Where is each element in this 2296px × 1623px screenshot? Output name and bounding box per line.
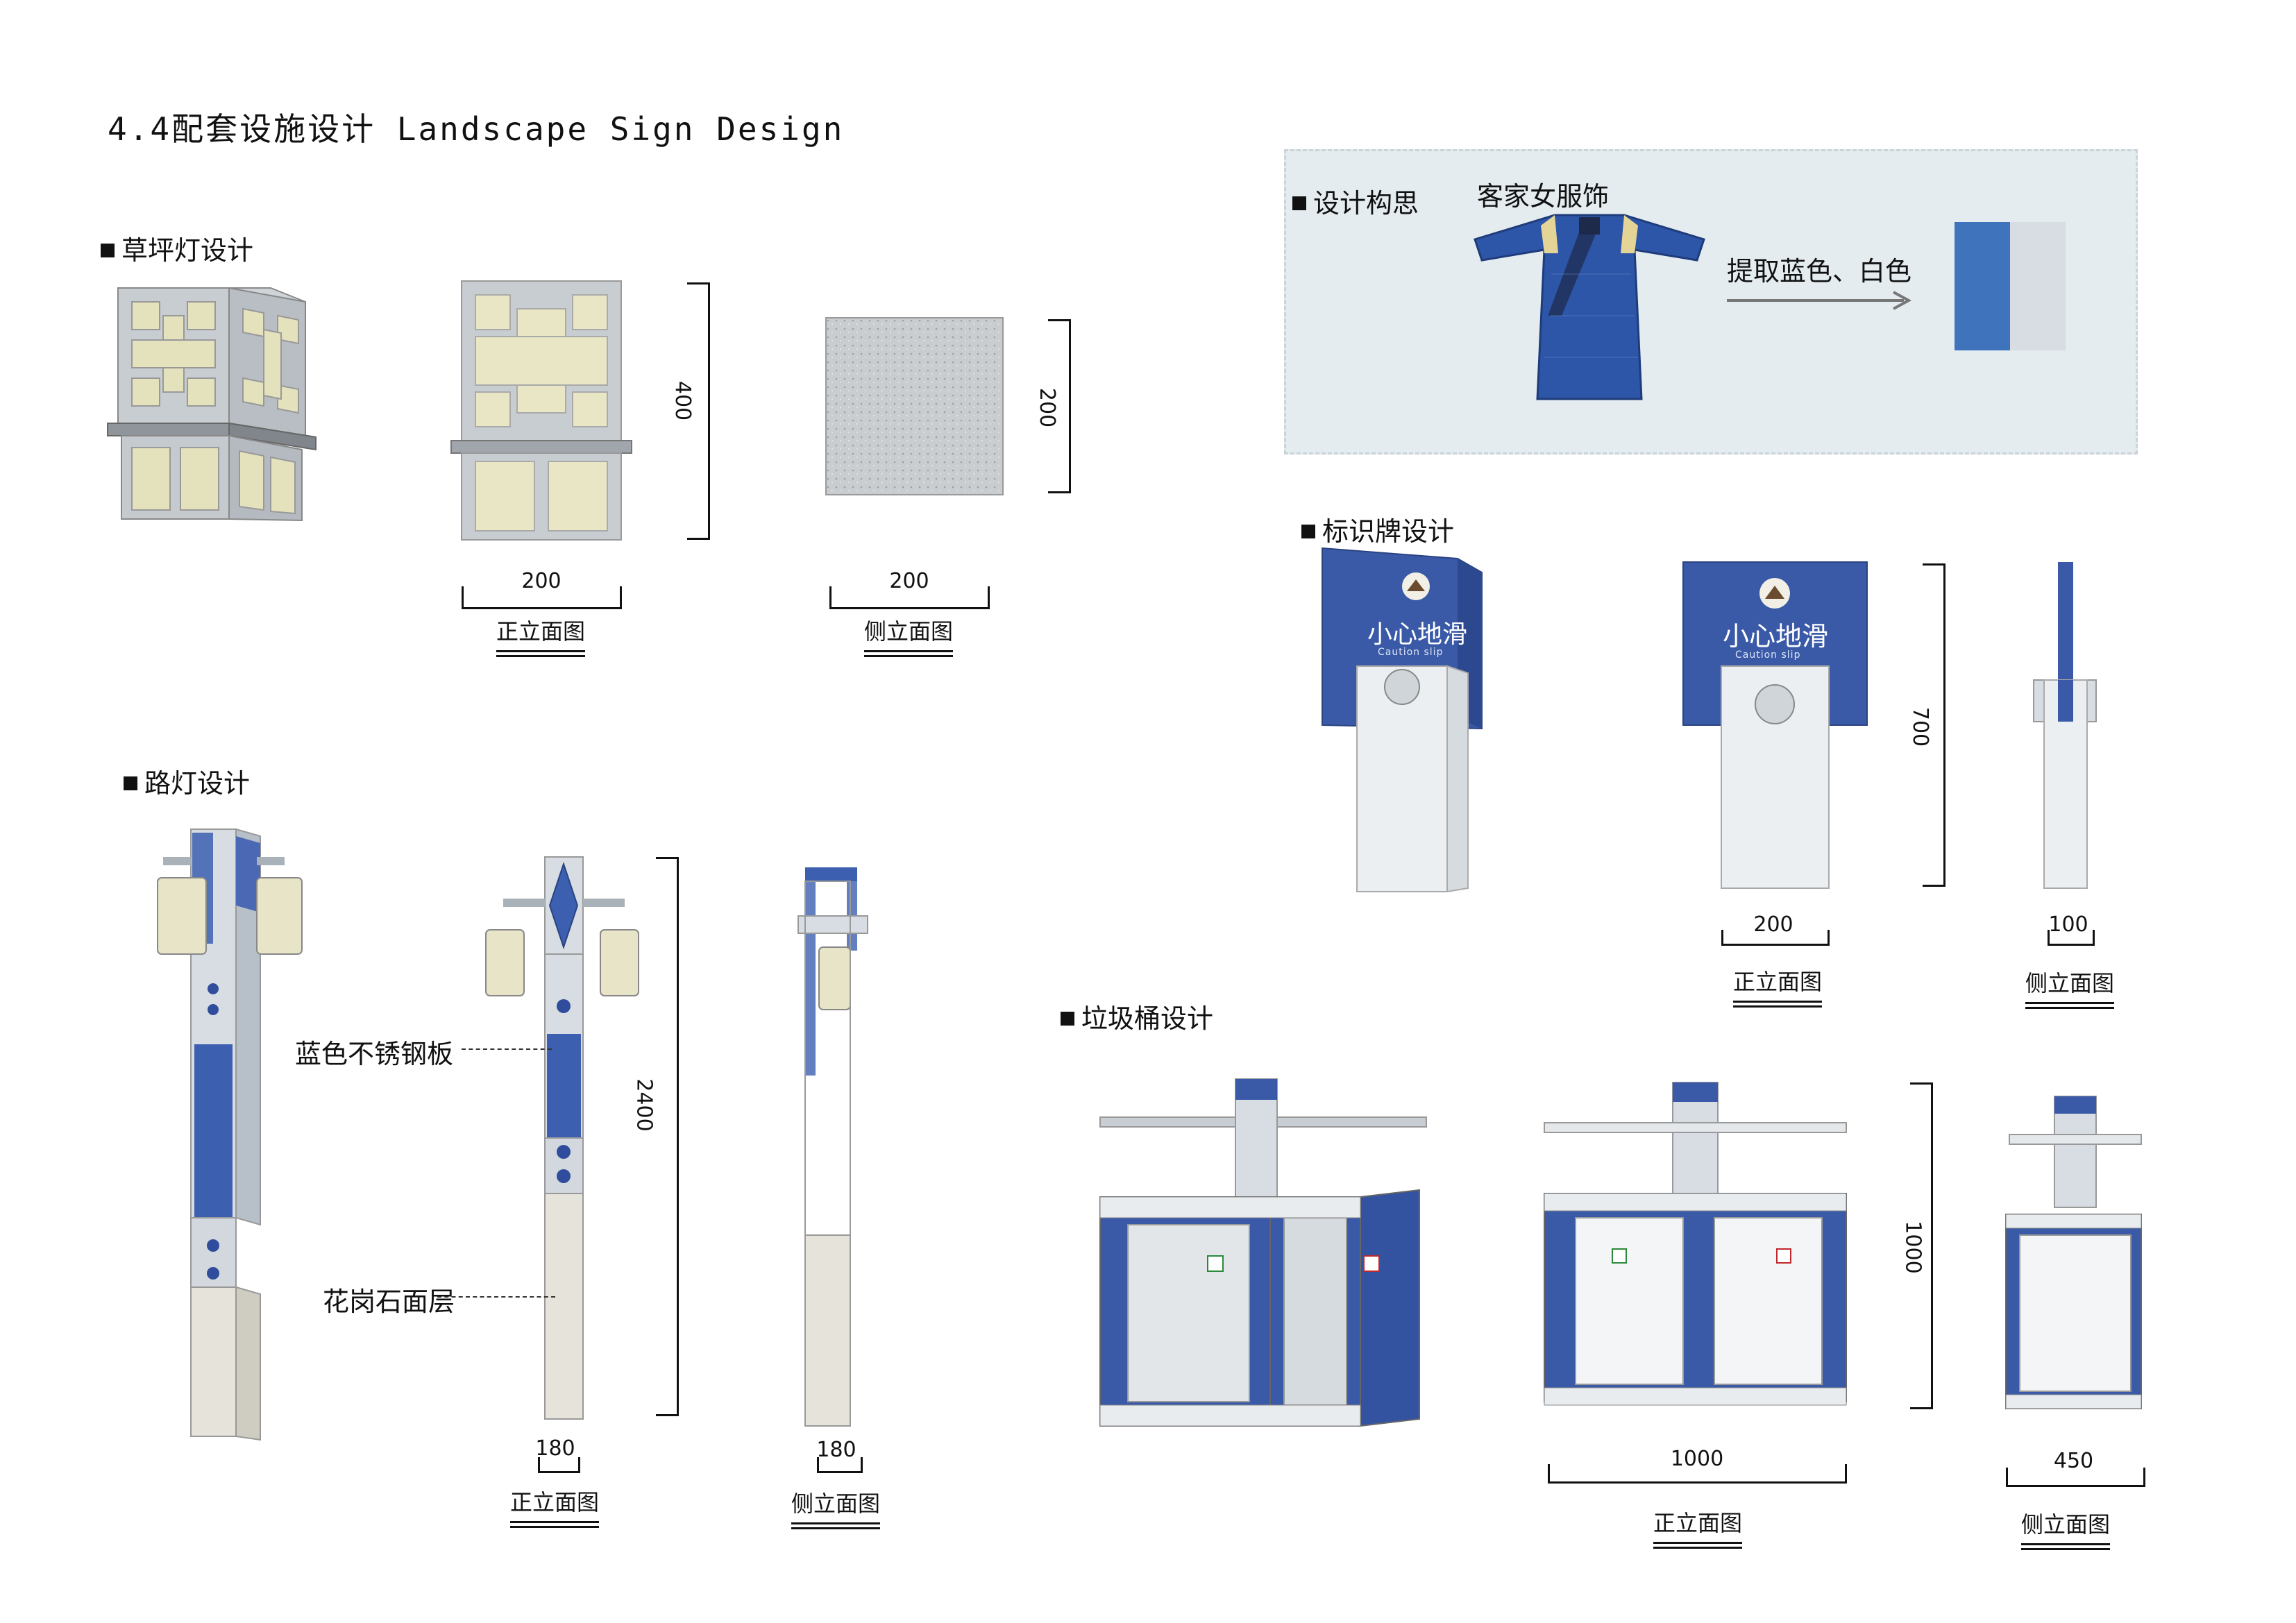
street-light-height: 2400 xyxy=(632,1078,657,1132)
page-title: 4.4配套设施设计 Landscape Sign Design xyxy=(108,110,845,148)
lawn-front-height: 400 xyxy=(670,380,695,421)
sign-front-width: 200 xyxy=(1753,912,1793,937)
trash-side xyxy=(2005,1096,2142,1409)
lawn-side-height: 200 xyxy=(1035,387,1060,428)
dimension-bracket xyxy=(817,1457,863,1473)
lawn-light-perspective xyxy=(107,287,316,522)
dimension-bracket xyxy=(1548,1464,1847,1484)
dimension-bracket xyxy=(1721,930,1830,946)
dimension-bracket xyxy=(656,857,679,1416)
dimension-bracket xyxy=(687,282,710,540)
trash-front-caption: 正立面图 xyxy=(1653,1506,1743,1549)
bullet-square-icon xyxy=(1292,196,1306,210)
trash-height: 1000 xyxy=(1900,1221,1925,1274)
street-front-caption: 正立面图 xyxy=(510,1485,600,1528)
section-trash: 垃圾桶设计 xyxy=(1061,997,1213,1035)
note-granite: 花岗石面层 xyxy=(323,1286,455,1317)
trash-front xyxy=(1544,1082,1847,1406)
sign-front-text-en: Caution slip xyxy=(1735,649,1801,661)
sign-text-en: Caution slip xyxy=(1378,647,1444,658)
street-front-width: 180 xyxy=(535,1436,575,1461)
sign-front-caption: 正立面图 xyxy=(1733,965,1823,1008)
hakka-costume-image xyxy=(1474,214,1705,400)
trash-front-width: 1000 xyxy=(1670,1447,1724,1471)
bullet-square-icon xyxy=(101,243,115,257)
dimension-bracket xyxy=(1923,563,1945,887)
dimension-bracket xyxy=(1048,319,1071,493)
lawn-side-caption: 侧立面图 xyxy=(864,614,954,657)
sign-side xyxy=(2033,562,2097,889)
street-light-perspective xyxy=(157,828,303,1441)
leader-line xyxy=(437,1296,555,1298)
sign-front-text-cn: 小心地滑 xyxy=(1723,621,1829,652)
dimension-bracket xyxy=(462,586,622,609)
color-swatches xyxy=(1955,222,2066,350)
section-street-light: 路灯设计 xyxy=(124,762,250,800)
sign-front xyxy=(1682,561,1868,889)
bullet-square-icon xyxy=(1301,524,1315,538)
trash-side-width: 450 xyxy=(2053,1449,2094,1473)
extract-label: 提取蓝色、白色 xyxy=(1727,256,1912,287)
dimension-bracket xyxy=(829,586,990,609)
sign-perspective xyxy=(1322,547,1483,893)
bullet-square-icon xyxy=(124,776,137,790)
dimension-bracket xyxy=(1910,1082,1933,1409)
note-blue-steel: 蓝色不锈钢板 xyxy=(295,1039,454,1069)
sign-side-caption: 侧立面图 xyxy=(2025,966,2115,1009)
section-concept: 设计构思 xyxy=(1292,182,1419,220)
dimension-bracket xyxy=(2006,1468,2145,1487)
lawn-side-width: 200 xyxy=(889,569,929,593)
dimension-bracket xyxy=(2048,930,2095,946)
lawn-light-front xyxy=(450,280,632,541)
lawn-front-caption: 正立面图 xyxy=(496,614,586,657)
bullet-square-icon xyxy=(1061,1011,1074,1026)
section-lawn-light: 草坪灯设计 xyxy=(101,229,253,267)
trash-perspective xyxy=(1099,1078,1427,1427)
leader-line xyxy=(462,1048,552,1050)
sign-text-cn: 小心地滑 xyxy=(1367,620,1468,649)
arrow-right-icon xyxy=(1727,291,1912,310)
lawn-front-width: 200 xyxy=(521,569,562,593)
sign-side-width: 100 xyxy=(2048,912,2088,937)
dimension-bracket xyxy=(538,1457,580,1473)
street-side-caption: 侧立面图 xyxy=(791,1486,881,1529)
trash-side-caption: 侧立面图 xyxy=(2021,1507,2111,1550)
sign-height: 700 xyxy=(1908,706,1933,747)
costume-label: 客家女服饰 xyxy=(1477,181,1610,212)
section-sign: 标识牌设计 xyxy=(1301,510,1454,548)
street-light-side xyxy=(797,867,868,1427)
lawn-light-side xyxy=(825,317,1004,495)
street-side-width: 180 xyxy=(816,1438,856,1462)
street-light-front xyxy=(485,856,639,1420)
